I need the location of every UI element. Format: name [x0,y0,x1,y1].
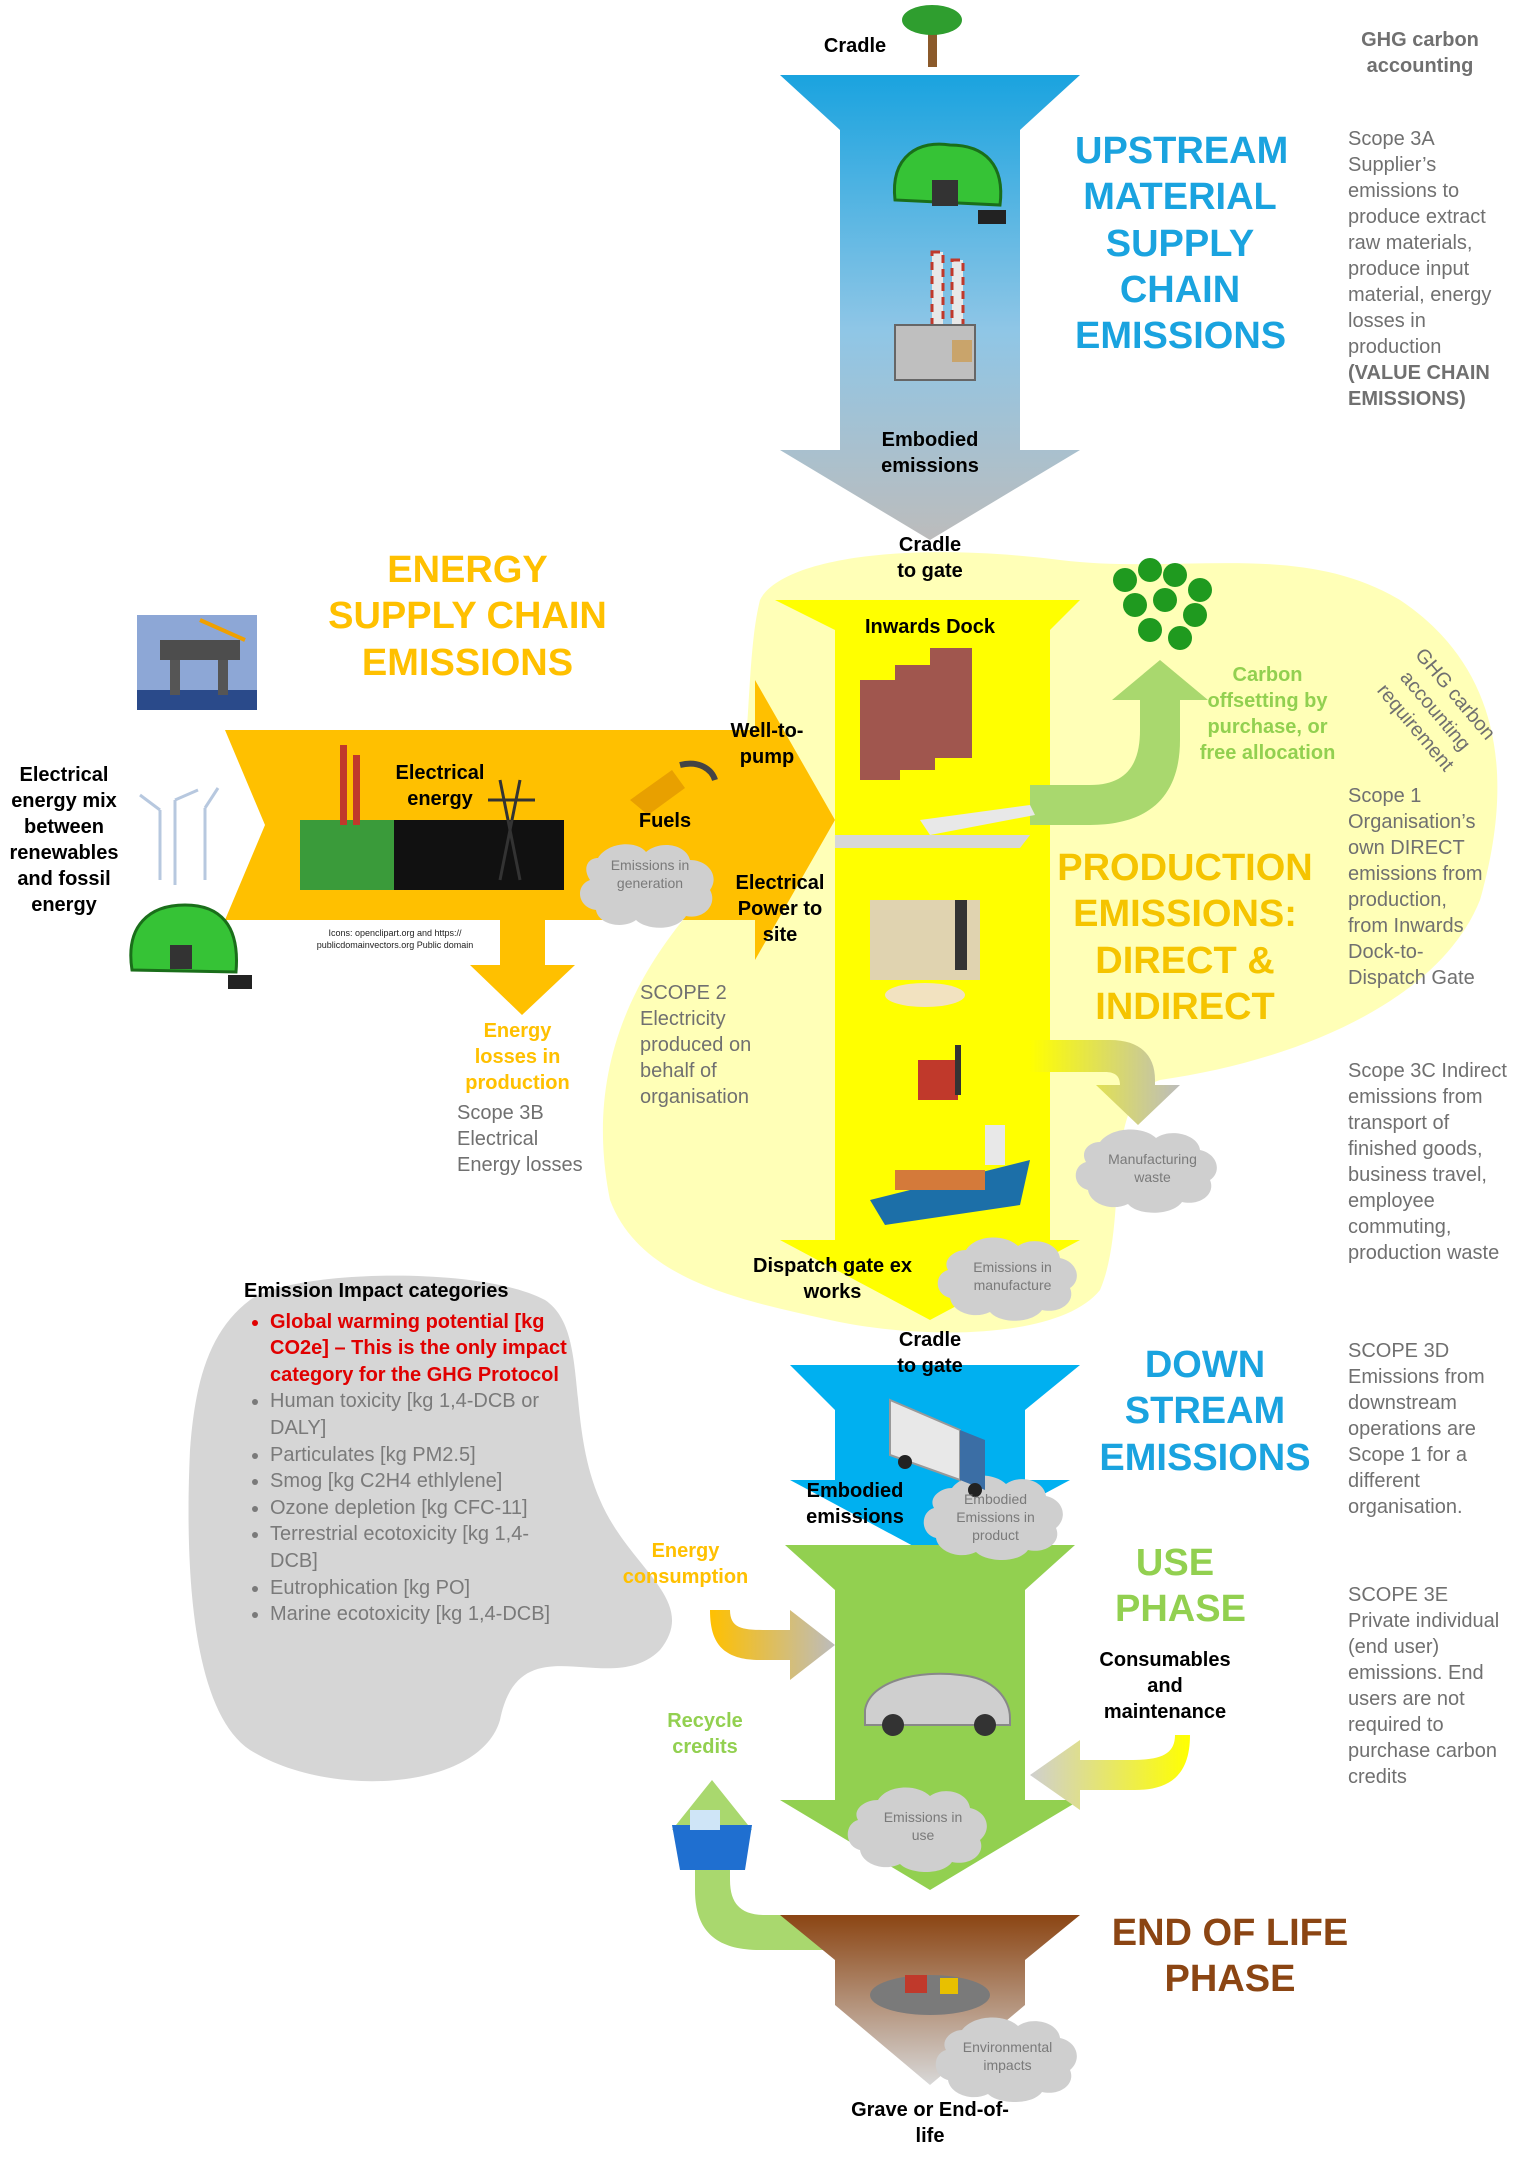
factory-icon [870,900,980,1007]
scope-3c-text: Scope 3C Indirect emissions from transpo… [1348,1060,1507,1264]
tree-icon [902,5,962,67]
embodied-emissions-label-top: Embodied emissions [881,429,979,477]
consumables-arrow [1030,1735,1190,1810]
carbon-offset-arrow [1030,660,1208,825]
grave-label: Grave or End-of- life [851,2099,1009,2147]
legend-item: Eutrophication [kg PO] [270,1575,574,1602]
downstream-heading: DOWN STREAM EMISSIONS [1099,1344,1311,1479]
power-plant-icon [894,250,976,381]
ship-icon [870,1125,1030,1225]
embodied-emissions-label-down: Embodied emissions [806,1480,904,1528]
legend-item: Smog [kg C2H4 ethlylene] [270,1468,574,1495]
cradle-to-gate-label-1: Cradle to gate [897,534,963,582]
waste-arrow [1030,1040,1180,1125]
legend-item: Global warming potential [kg CO2e] – Thi… [270,1309,574,1389]
inwards-dock-label: Inwards Dock [864,616,996,638]
energy-mix-label: Electrical energy mix between renewables… [9,764,119,916]
legend-item: Terrestrial ecotoxicity [kg 1,4-DCB] [270,1521,574,1574]
legend-title: Emission Impact categories [244,1280,509,1302]
energy-losses-label: Energy losses in production [465,1020,570,1094]
embodied-product-cloud: Embodied Emissions in product [956,1491,1035,1544]
legend-item: Marine ecotoxicity [kg 1,4-DCB] [270,1601,574,1628]
consumables-label: Consumables and maintenance [1099,1649,1231,1723]
scope-3a-text: Scope 3A Supplier’s emissions to produce… [1348,128,1492,358]
emissions-generation-cloud: Emissions in generation [610,857,690,892]
truck-icon [889,1398,985,1497]
icons-credit-label: Icons: openclipart.org and https:// publ… [316,928,474,950]
emissions-use-cloud: Emissions in use [883,1809,963,1844]
use-phase-heading: USE PHASE [1115,1542,1246,1631]
cradle-to-gate-label-2: Cradle to gate [897,1329,963,1377]
power-plant-icon [300,745,394,890]
production-heading: PRODUCTION EMISSIONS: DIRECT & INDIRECT [1057,847,1313,1029]
scope-1-text: Scope 1 Organisation’s own DIRECT emissi… [1348,785,1483,989]
dispatch-gate-label: Dispatch gate ex works [753,1255,912,1303]
upstream-heading: UPSTREAM MATERIAL SUPPLY CHAIN EMISSIONS [1075,130,1289,358]
buildings-icon [860,648,972,780]
car-icon [864,1672,1011,1736]
mine-icon [129,903,252,989]
airplane-icon [835,805,1035,848]
legend-blob [188,1275,673,1782]
environmental-impacts-cloud: Environmental impacts [962,2039,1053,2074]
fuels-label: Fuels [638,810,692,832]
pylon-icon [394,779,564,890]
energy-heading: ENERGY SUPPLY CHAIN EMISSIONS [328,549,607,684]
electrical-energy-label: Electrical energy [395,762,485,810]
fuel-pump-icon [630,760,718,815]
well-to-pump-label: Well-to- pump [730,720,804,768]
scrap-icon [870,1975,990,2015]
eol-heading: END OF LIFE PHASE [1111,1912,1349,2001]
recycle-bin-icon [672,1810,752,1870]
wind-turbine-icon [139,787,220,885]
electrical-power-label: Electrical Power to site [735,872,825,946]
legend-item: Particulates [kg PM2.5] [270,1442,574,1469]
carbon-offsetting-label: Carbon offsetting by purchase, or free a… [1199,664,1336,764]
energy-losses-arrow [470,920,575,1015]
forklift-icon [918,1045,961,1100]
emissions-manufacture-cloud: Emissions in manufacture [973,1259,1052,1294]
oil-rig-icon [137,615,257,710]
energy-consumption-arrow [710,1610,835,1680]
ghg-accounting-title: GHG carbon accounting [1361,29,1479,77]
mine-icon [892,142,1006,224]
scope-3d-text: SCOPE 3D Emissions from downstream opera… [1348,1340,1485,1518]
scope-3e-text: SCOPE 3E Private individual (end user) e… [1348,1584,1500,1788]
legend-list: Global warming potential [kg CO2e] – Thi… [244,1309,574,1628]
scope-3b-text: Scope 3B Electrical Energy losses [457,1102,583,1176]
legend-item: Ozone depletion [kg CFC-11] [270,1495,574,1522]
manufacturing-waste-cloud: Manufacturing waste [1108,1151,1197,1186]
cloud-shapes [579,844,1217,2102]
legend-item: Human toxicity [kg 1,4-DCB or DALY] [270,1388,574,1441]
scope-2-text: SCOPE 2 Electricity produced on behalf o… [640,982,752,1108]
production-boundary-blob [602,552,1498,1333]
upstream-arrow [780,75,1080,540]
impact-categories-legend: Emission Impact categories Global warmin… [244,1278,574,1628]
cradle-label: Cradle [823,35,887,57]
forest-icon [1113,558,1212,650]
recycle-credits-label: Recycle credits [667,1710,743,1758]
energy-consumption-label: Energy consumption [622,1540,749,1588]
scope-3a-bold-text: (VALUE CHAIN EMISSIONS) [1348,362,1490,410]
